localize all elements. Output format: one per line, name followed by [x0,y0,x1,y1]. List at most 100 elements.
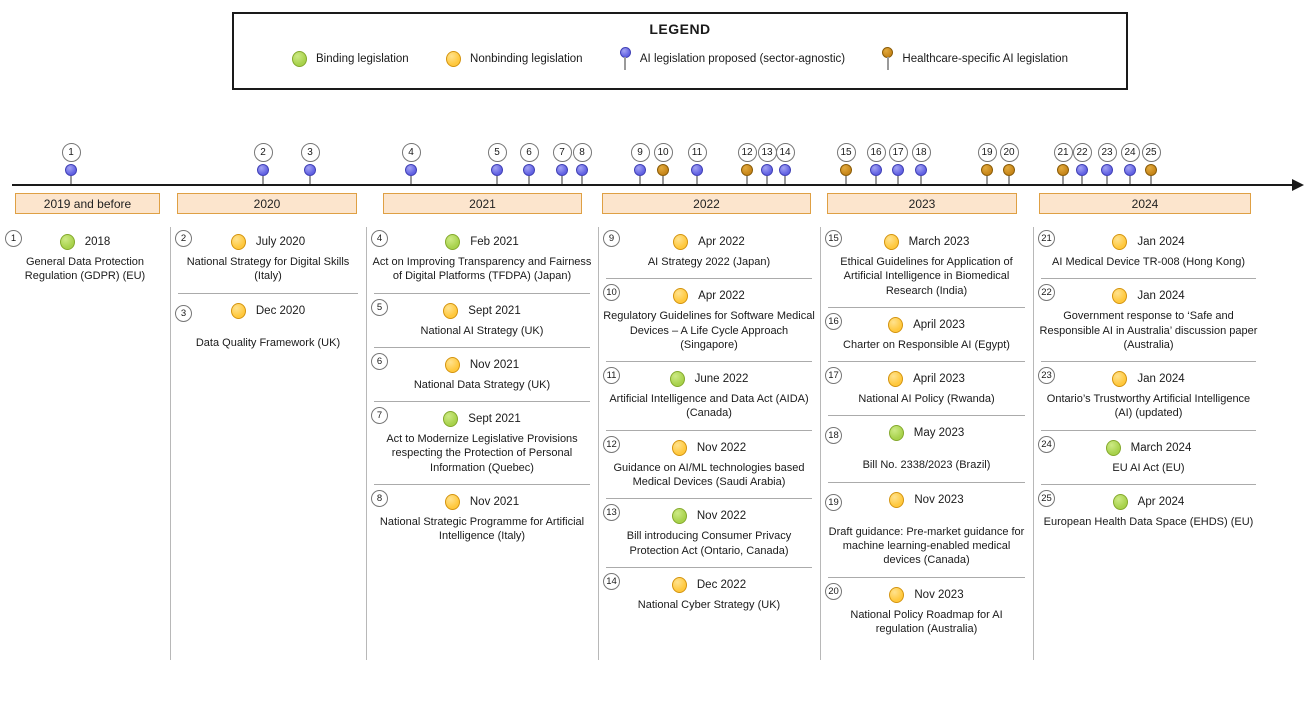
agnostic-pin-icon [619,47,631,70]
entry-divider [828,306,1025,308]
year-box-2023: 2023 [827,193,1017,214]
entry-title-row: Draft guidance: Pre-market guidance for … [825,511,1028,575]
pin-stem [262,176,264,184]
entry-number-badge: 15 [825,230,842,247]
agnostic-pin-head-icon [405,164,417,176]
entry-title: Ethical Guidelines for Application of Ar… [840,256,1013,297]
entry-number-badge: 8 [371,490,388,508]
entry-title-row: Bill introducing Consumer Privacy Protec… [603,527,815,565]
column-divider-1 [170,227,171,660]
entry-title-row: Act to Modernize Legislative Provisions … [371,430,593,482]
binding-dot-icon [292,50,307,67]
column-divider-5 [1033,227,1034,660]
pin-stem [496,176,498,184]
marker-number: 16 [866,143,886,162]
entry-number-badge: 9 [603,230,620,247]
entry-date: Dec 2022 [696,578,747,591]
pin-stem [410,176,412,184]
entry-title: National Strategy for Digital Skills (It… [186,256,350,283]
entry-date: Feb 2021 [470,236,519,248]
pin-stem [766,176,768,184]
pin-stem [581,176,583,184]
year-label: 2023 [908,196,936,211]
entry-title-row: AI Strategy 2022 (Japan) [603,253,815,276]
agnostic-pin-head-icon [491,164,503,176]
pin-stem [662,176,664,184]
marker-number: 8 [572,143,592,162]
entry-date: March 2024 [1130,441,1192,454]
entry-title-row: National Strategy for Digital Skills (It… [175,253,361,291]
entry-title-row: European Health Data Space (EHDS) (EU) [1038,513,1259,536]
nonbinding-dot-icon [673,234,689,250]
entry-title-row: Ethical Guidelines for Application of Ar… [825,253,1028,305]
entry-date: April 2023 [913,318,965,331]
marker-number: 17 [888,143,908,162]
healthcare-pin-icon [882,47,894,70]
entry-title-row: Data Quality Framework (UK) [175,322,361,357]
legend-item-label: Healthcare-specific AI legislation [902,52,1068,65]
nonbinding-dot-icon [1112,371,1128,388]
entry-number-badge: 5 [371,298,388,316]
year-box-2022: 2022 [602,193,811,214]
agnostic-pin-head-icon [892,164,904,176]
entry-date: 2018 [84,236,111,248]
year-label: 2021 [469,196,496,211]
entry-title-row: Act on Improving Transparency and Fairne… [371,253,593,291]
entry-number-badge: 17 [825,367,842,385]
binding-dot-icon [1112,494,1128,511]
entry-date-row: March 2024 [1038,434,1259,459]
entry-title: Regulatory Guidelines for Software Medic… [603,310,815,351]
marker-number: 21 [1053,143,1073,162]
pin-stem [639,176,641,184]
pin-stem [528,176,530,184]
entry-divider [606,429,812,431]
pin-stem [1081,176,1083,184]
nonbinding-dot-icon [889,586,905,603]
entry-number-badge: 23 [1038,367,1055,385]
agnostic-pin-head-icon [1101,164,1113,176]
entry-date: Sept 2021 [468,413,521,426]
entry-divider [606,498,812,500]
timeline-arrowhead-icon [1292,179,1304,191]
agnostic-pin-head-icon [691,164,703,176]
marker-number: 10 [653,143,673,162]
nonbinding-dot-icon [230,302,246,319]
nonbinding-dot-icon [673,288,689,305]
entry-date: Nov 2021 [469,496,520,509]
entry-number-badge: 6 [371,352,388,370]
entry-date-row: Sept 2021 [371,405,593,430]
entry-number-badge: 24 [1038,435,1055,453]
agnostic-pin-head-icon [761,164,773,176]
entry-title: Act on Improving Transparency and Fairne… [372,256,592,283]
marker-number: 7 [552,143,572,162]
timeline-entry-24: March 2024 EU AI Act (EU) 24 [1037,434,1260,482]
pin-stem [309,176,311,184]
year-box-2021: 2021 [383,193,582,214]
entry-date-row: June 2022 [603,365,815,390]
entry-number-badge: 25 [1038,490,1055,508]
nonbinding-dot-icon [444,494,460,511]
column-divider-4 [820,227,821,660]
entry-title-row: EU AI Act (EU) [1038,459,1259,482]
entry-title: Charter on Responsible AI (Egypt) [843,338,1010,351]
entry-title: General Data Protection Regulation (GDPR… [24,256,146,283]
year-label: 2022 [693,196,720,211]
legend-item-label: Nonbinding legislation [470,52,583,65]
entry-divider [606,566,812,568]
entry-title-row: National AI Policy (Rwanda) [825,390,1028,413]
binding-dot-icon [443,411,459,428]
entry-date-row: April 2023 [825,365,1028,390]
entry-number-badge: 4 [371,230,388,247]
entry-date-row: April 2023 [825,311,1028,336]
column-divider-2 [366,227,367,660]
entry-title: Guidance on AI/ML technologies based Med… [613,461,805,489]
entry-divider [374,401,590,403]
entry-date: Jan 2024 [1137,290,1185,303]
entry-title: Draft guidance: Pre-market guidance for … [828,525,1025,567]
